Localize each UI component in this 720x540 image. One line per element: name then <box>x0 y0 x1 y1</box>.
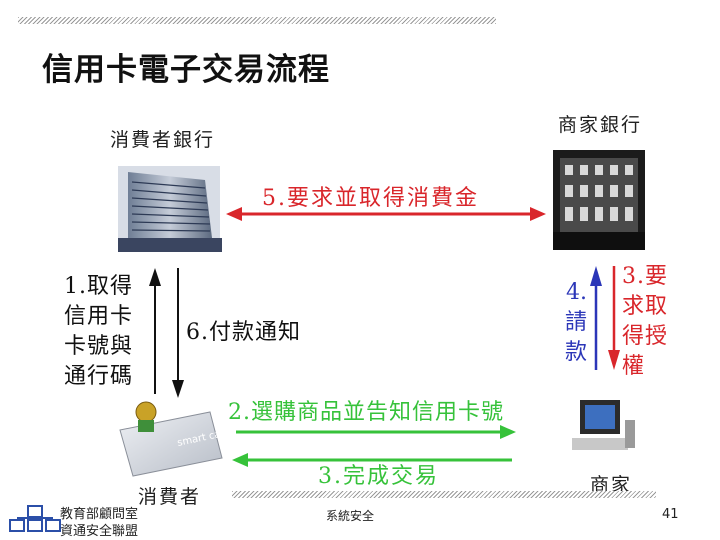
step4-text: 請款 <box>564 310 587 365</box>
step3-auth-label: 3.要 求取 得授 權 <box>622 262 668 382</box>
bottom-hatch-bar <box>232 491 656 498</box>
step6-label: 6.付款通知 <box>186 320 301 345</box>
consumer-bank-building-icon <box>118 166 222 252</box>
merchant-label: 商家 <box>590 474 633 496</box>
step5-arrow <box>226 207 546 221</box>
step6-arrow <box>172 268 184 398</box>
consumer-bank-label: 消費者銀行 <box>110 129 216 151</box>
step4-arrow <box>590 266 602 370</box>
step1-arrow <box>149 268 161 394</box>
step3-auth-line: 得授 <box>622 324 669 349</box>
step3-arrow <box>232 453 512 467</box>
step2-label: 2.選購商品並告知信用卡號 <box>228 400 504 425</box>
footer-org-line1: 教育部顧問室 <box>60 507 139 522</box>
step1-line: 通行碼 <box>64 364 134 389</box>
step3-label: 3.完成交易 <box>318 464 439 489</box>
slide-title: 信用卡電子交易流程 <box>42 52 330 88</box>
step4-number: 4. <box>566 280 587 305</box>
smart-card-icon: smart card <box>119 401 232 477</box>
merchant-bank-label: 商家銀行 <box>558 114 643 136</box>
step3-auth-line: 3.要 <box>622 264 669 289</box>
step3-auth-line: 權 <box>622 354 646 379</box>
step1-line: 1.取得 <box>64 274 133 299</box>
step1-line: 信用卡 <box>64 304 134 329</box>
step2-arrow <box>236 425 516 439</box>
step1-label: 1.取得 信用卡 卡號與 通行碼 <box>64 272 133 392</box>
consumer-label: 消費者 <box>138 486 202 508</box>
step5-label: 5.要求並取得消費金 <box>262 186 479 211</box>
step3-auth-line: 求取 <box>622 294 669 319</box>
merchant-bank-building-icon <box>553 150 645 250</box>
step1-line: 卡號與 <box>64 334 134 359</box>
page-number: 41 <box>662 507 679 522</box>
merchant-computer-icon <box>572 400 635 450</box>
step3-auth-arrow <box>608 266 620 370</box>
footer-center-text: 系統安全 <box>326 509 375 523</box>
footer-org-line2: 資通安全聯盟 <box>60 524 139 539</box>
org-logo-icon <box>9 505 61 532</box>
top-hatch-bar <box>18 17 496 24</box>
